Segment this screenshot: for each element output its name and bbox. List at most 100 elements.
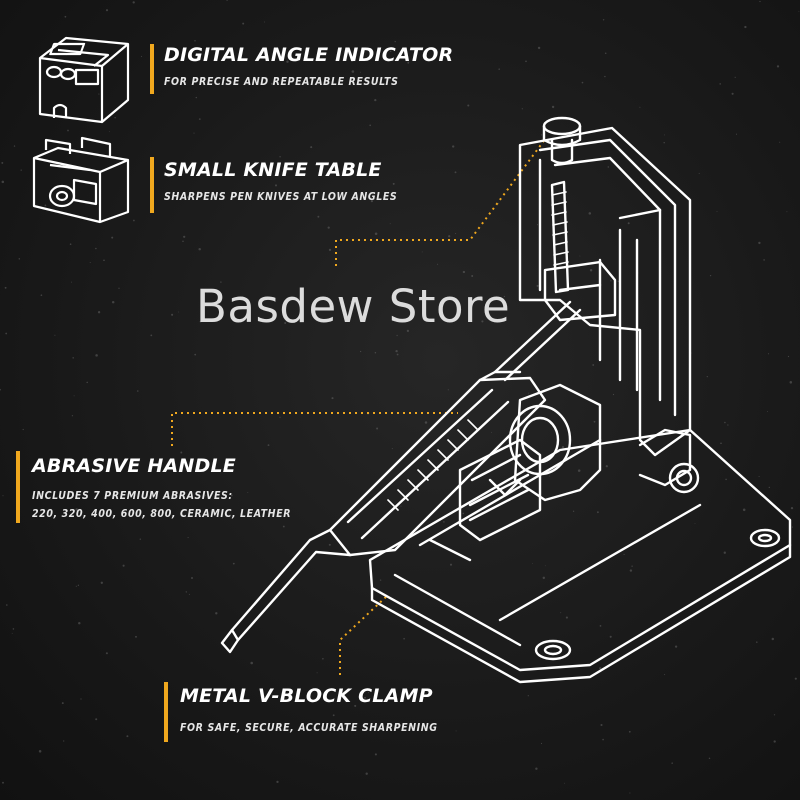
dust-speck	[776, 65, 780, 68]
dust-speck	[183, 235, 186, 238]
dust-speck	[95, 247, 97, 250]
dust-speck	[328, 248, 332, 252]
dust-speck	[773, 740, 776, 743]
dust-speck	[663, 141, 665, 144]
dust-speck	[187, 537, 189, 539]
dust-speck	[359, 71, 361, 73]
dust-speck	[197, 191, 200, 194]
dust-speck	[78, 621, 81, 625]
dust-speck	[5, 604, 8, 606]
accent-bar-vblock-clamp	[164, 682, 168, 742]
dust-speck	[779, 141, 781, 143]
dust-speck	[719, 83, 721, 85]
dust-speck	[317, 215, 320, 218]
dust-speck	[403, 637, 405, 640]
dust-speck	[396, 334, 398, 337]
dust-speck	[716, 211, 718, 213]
dust-speck	[374, 232, 378, 235]
feature-subtitle-abrasive-handle-line1: INCLUDES 7 PREMIUM ABRASIVES:	[32, 490, 233, 502]
dust-speck	[389, 50, 392, 53]
dust-speck	[528, 392, 530, 394]
dust-speck	[521, 108, 523, 110]
dust-speck	[199, 320, 202, 323]
dust-speck	[454, 171, 457, 174]
dust-speck	[599, 667, 602, 670]
dust-speck	[126, 735, 129, 738]
dust-speck	[279, 416, 281, 418]
dust-speck	[581, 81, 584, 84]
dust-speck	[394, 40, 396, 43]
dust-speck	[565, 616, 568, 619]
dust-speck	[579, 255, 581, 257]
dust-speck	[264, 21, 265, 23]
dust-speck	[395, 349, 398, 353]
dust-speck	[72, 357, 74, 359]
dust-speck	[723, 551, 726, 554]
dust-speck	[369, 124, 372, 127]
dust-speck	[532, 563, 534, 565]
dust-speck	[108, 131, 110, 133]
dust-speck	[100, 581, 103, 584]
dust-speck	[365, 772, 368, 775]
dust-speck	[385, 52, 387, 54]
dust-speck	[731, 92, 734, 95]
dust-speck	[98, 93, 100, 95]
dust-speck	[370, 200, 373, 203]
dust-speck	[724, 421, 726, 424]
dust-speck	[40, 294, 43, 297]
dust-speck	[95, 718, 98, 721]
dust-speck	[220, 281, 222, 283]
feature-subtitle-metal-v-block-clamp: FOR SAFE, SECURE, ACCURATE SHARPENING	[180, 722, 438, 734]
dust-speck	[548, 475, 550, 477]
dust-speck	[610, 280, 612, 282]
feature-title-abrasive-handle: ABRASIVE HANDLE	[32, 455, 236, 477]
dust-speck	[544, 565, 546, 567]
feature-subtitle-abrasive-handle-line2: 220, 320, 400, 600, 800, CERAMIC, LEATHE…	[32, 508, 292, 520]
dust-speck	[593, 420, 596, 423]
dust-speck	[551, 105, 555, 109]
dust-speck	[664, 674, 666, 676]
dust-speck	[38, 750, 42, 753]
dust-speck	[537, 46, 541, 50]
feature-title-digital-angle-indicator: DIGITAL ANGLE INDICATOR	[164, 44, 454, 66]
dust-speck	[75, 508, 78, 511]
dust-speck	[481, 320, 484, 323]
dust-speck	[327, 226, 330, 229]
dust-speck	[577, 469, 581, 472]
dust-speck	[118, 287, 120, 289]
dust-speck	[786, 211, 788, 213]
dust-speck	[462, 270, 466, 274]
dust-speck	[742, 508, 746, 512]
dust-speck	[396, 353, 399, 356]
dust-speck	[572, 510, 575, 512]
store-watermark: Basdew Store	[196, 280, 511, 333]
dust-speck	[628, 730, 631, 733]
dust-speck	[180, 451, 183, 454]
dust-speck	[2, 495, 4, 497]
dust-speck	[588, 212, 592, 215]
dust-speck	[75, 470, 77, 473]
dust-speck	[274, 184, 278, 187]
dust-speck	[592, 364, 595, 366]
small-knife-table-icon	[32, 136, 130, 224]
dust-speck	[322, 658, 324, 660]
dust-speck	[561, 445, 565, 449]
dust-speck	[542, 576, 546, 580]
dust-speck	[105, 9, 109, 12]
dust-speck	[735, 133, 738, 135]
dust-speck	[623, 553, 625, 555]
dust-speck	[391, 448, 393, 450]
dust-speck	[498, 68, 500, 70]
dust-speck	[527, 695, 529, 697]
dust-speck	[794, 677, 797, 680]
dust-speck	[198, 118, 201, 120]
dust-speck	[194, 353, 197, 356]
dust-speck	[767, 411, 769, 413]
dust-speck	[1, 180, 5, 184]
dust-speck	[605, 465, 608, 468]
dust-speck	[798, 10, 800, 12]
dust-speck	[250, 661, 253, 665]
dust-speck	[406, 329, 410, 333]
leader-line-vblock-clamp	[339, 594, 389, 675]
